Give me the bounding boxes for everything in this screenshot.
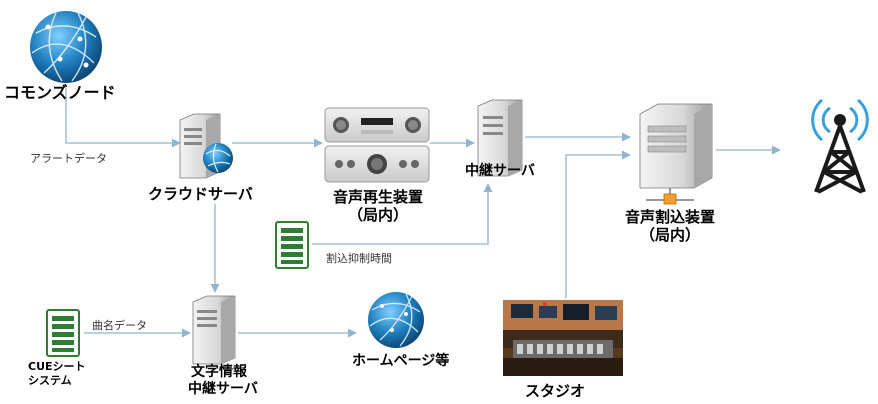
- label-text-relay-line2: 中継サーバ: [188, 381, 258, 397]
- label-studio: スタジオ: [525, 382, 586, 400]
- label-audio-insert-line2: （局内）: [639, 226, 700, 244]
- edge-label-song-data: 曲名データ: [92, 319, 147, 332]
- broadcast-antenna-icon: [811, 98, 869, 194]
- label-text-relay-server: 文字情報 中継サーバ: [188, 364, 258, 398]
- server-icon: [639, 103, 713, 205]
- studio-photo: [503, 300, 623, 376]
- label-cloud-server: クラウドサーバ: [148, 185, 253, 203]
- label-cue-sheet-line2: システム: [28, 374, 72, 387]
- audio-device-icon: [324, 107, 430, 183]
- label-relay-server: 中継サーバ: [465, 163, 535, 179]
- label-audio-insert-line1: 音声割込装置: [624, 208, 715, 226]
- label-homepage: ホームページ等: [352, 353, 450, 369]
- document-icon: [46, 309, 80, 357]
- label-commons-node: コモンズノード: [4, 83, 116, 102]
- label-text-relay-line1: 文字情報: [191, 364, 247, 380]
- label-cue-sheet-line1: CUEシート: [28, 360, 86, 373]
- label-audio-player: 音声再生装置 （局内）: [328, 188, 428, 224]
- server-icon: [192, 295, 236, 365]
- document-icon: [275, 221, 309, 269]
- edge-label-insert-suppress-time: 割込抑制時間: [326, 252, 392, 265]
- edge-studio-to-insert: [565, 150, 631, 298]
- globe-icon: [368, 292, 424, 348]
- server-icon: [179, 113, 233, 179]
- edge-suppress-to-relay: [312, 183, 493, 245]
- label-audio-player-line2: （局内）: [347, 206, 408, 224]
- label-cue-sheet: CUEシート システム: [28, 360, 86, 388]
- label-audio-insert: 音声割込装置 （局内）: [615, 208, 725, 244]
- edge-label-alert-data: アラートデータ: [30, 152, 107, 165]
- connectors: [65, 88, 781, 338]
- globe-icon: [30, 11, 102, 83]
- edge-commons-to-cloud: [65, 88, 181, 148]
- server-icon: [477, 99, 523, 177]
- label-audio-player-line1: 音声再生装置: [332, 188, 423, 206]
